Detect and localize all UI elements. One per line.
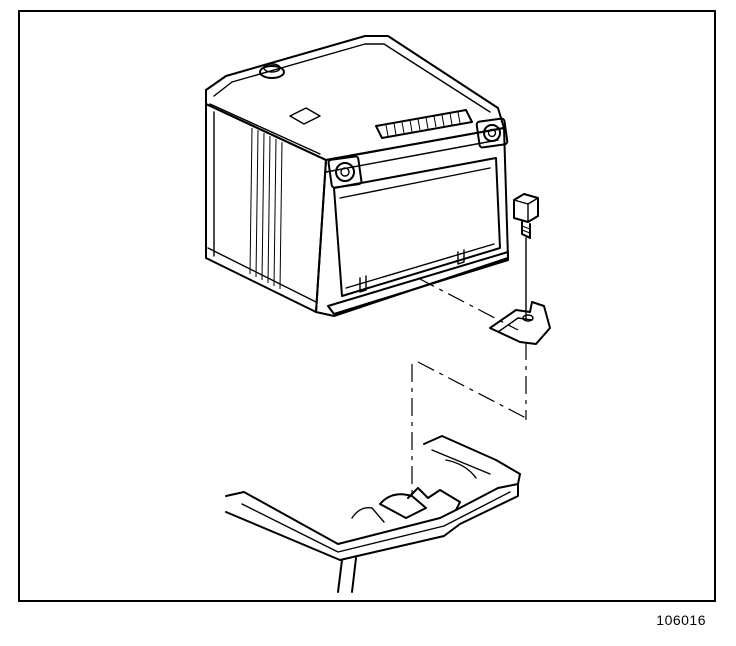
terminal-left [327,155,363,189]
figure-frame [18,10,716,602]
battery-side-face [205,103,327,313]
exploded-view-drawing [205,35,551,593]
vent-ridge [375,109,473,139]
battery-top [205,35,505,161]
fill-cap [259,65,285,79]
retaining-ledge [327,251,509,315]
terminal-right [475,117,509,149]
battery-tray [225,435,521,593]
figure-id-label: 106016 [656,612,706,628]
tray-clamp-pocket [407,487,461,511]
hold-down-bolt [513,193,539,319]
battery [205,35,509,317]
hold-down-clamp [489,301,551,345]
assembly-guide-lines [411,277,527,500]
